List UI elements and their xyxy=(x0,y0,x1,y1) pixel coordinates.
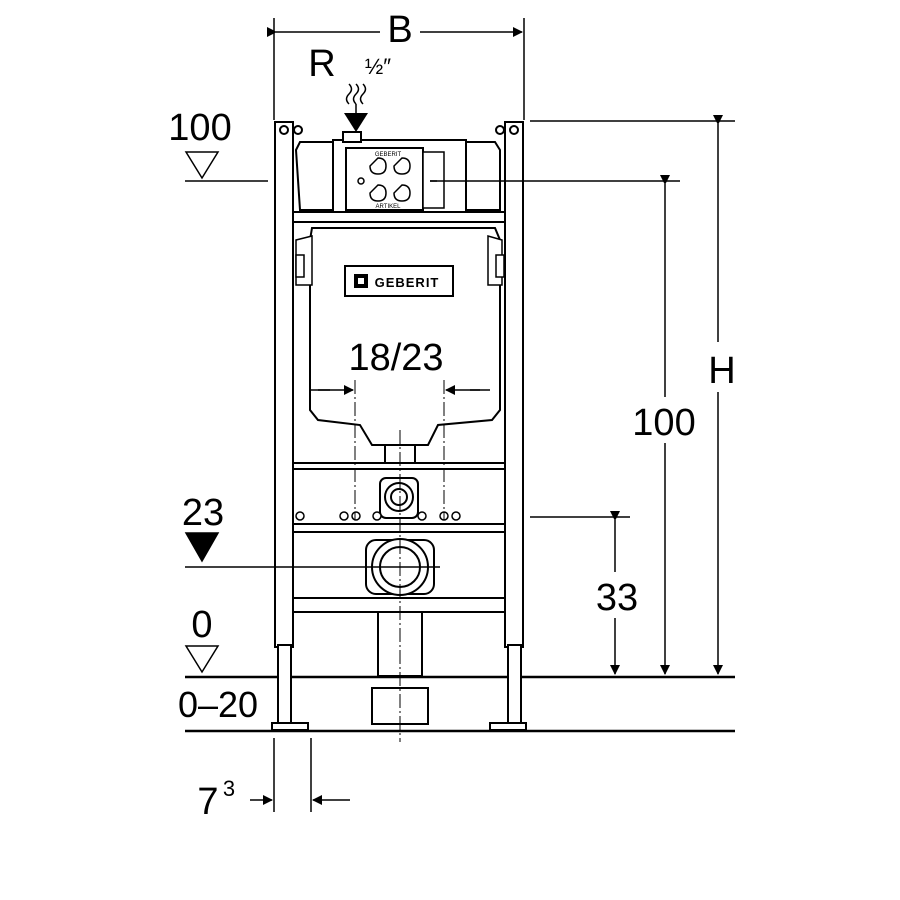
cistern-plate-bottom-text: ARTIKEL xyxy=(376,204,402,210)
inlet-arrow xyxy=(344,113,368,132)
label-pipe-spacing: 18/23 xyxy=(348,337,443,379)
label-offset: 7 xyxy=(197,781,218,823)
label-frame-height: 100 xyxy=(632,402,695,444)
label-floor-level: 0 xyxy=(191,604,212,646)
cistern-top-housing xyxy=(294,131,501,213)
dim-width xyxy=(267,18,525,120)
label-width: B xyxy=(387,9,412,51)
label-fill-height: 100 xyxy=(168,107,231,149)
label-offset-exp: 3 xyxy=(223,776,235,801)
logo-text: GEBERIT xyxy=(375,275,440,290)
label-drain-height: 23 xyxy=(182,492,224,534)
level-marker-23 xyxy=(184,532,440,568)
dim-offset xyxy=(250,738,350,812)
frame-uprights xyxy=(271,121,527,731)
label-connection-height: 33 xyxy=(596,577,638,619)
water-symbol xyxy=(345,83,367,105)
centre-lines xyxy=(354,380,445,742)
label-floor-range: 0–20 xyxy=(178,684,258,725)
label-thread: R xyxy=(308,43,335,85)
flush-connection xyxy=(295,477,461,521)
label-height: H xyxy=(708,350,735,392)
cistern-plate-top-text: GEBERIT xyxy=(375,152,402,158)
geberit-logo: GEBERIT xyxy=(344,265,454,297)
level-marker-0 xyxy=(184,645,220,674)
level-marker-100 xyxy=(184,151,268,182)
label-thread-size: ½″ xyxy=(365,54,391,79)
floor-lines xyxy=(185,675,735,733)
